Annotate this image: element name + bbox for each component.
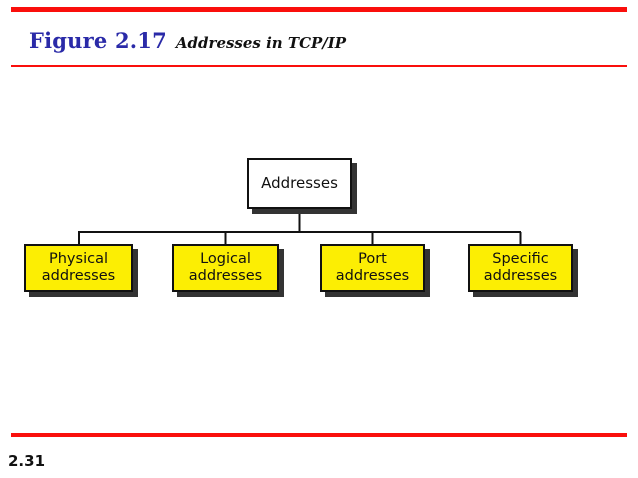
node-logical-addresses[interactable]: Logical addresses xyxy=(172,244,279,292)
node-label-line2: addresses xyxy=(41,268,116,284)
slide-page-number: 2.31 xyxy=(8,452,46,470)
node-addresses-root[interactable]: Addresses xyxy=(247,158,352,209)
node-specific-addresses[interactable]: Specific addresses xyxy=(468,244,573,292)
node-label-line1: Physical xyxy=(49,250,108,267)
figure-caption: Addresses in TCP/IP xyxy=(175,34,347,52)
node-label-line1: Port xyxy=(358,250,387,267)
node-label: Logical addresses xyxy=(185,251,266,285)
node-label: Port addresses xyxy=(332,251,413,285)
node-label-line2: addresses xyxy=(188,268,263,284)
node-label-line2: addresses xyxy=(483,268,558,284)
node-label-line1: Specific xyxy=(492,250,549,267)
node-label-line1: Logical xyxy=(200,250,251,267)
node-physical-addresses[interactable]: Physical addresses xyxy=(24,244,133,292)
node-port-addresses[interactable]: Port addresses xyxy=(320,244,425,292)
node-label: Addresses xyxy=(261,173,338,192)
bottom-accent-rule xyxy=(11,433,627,437)
node-label: Physical addresses xyxy=(38,251,119,285)
page-title: Figure 2.17 Addresses in TCP/IP xyxy=(29,28,346,53)
node-label: Specific addresses xyxy=(480,251,561,285)
title-underline-rule xyxy=(11,65,627,67)
top-accent-rule xyxy=(11,7,627,12)
node-label-line2: addresses xyxy=(335,268,410,284)
figure-number: Figure 2.17 xyxy=(29,28,167,53)
